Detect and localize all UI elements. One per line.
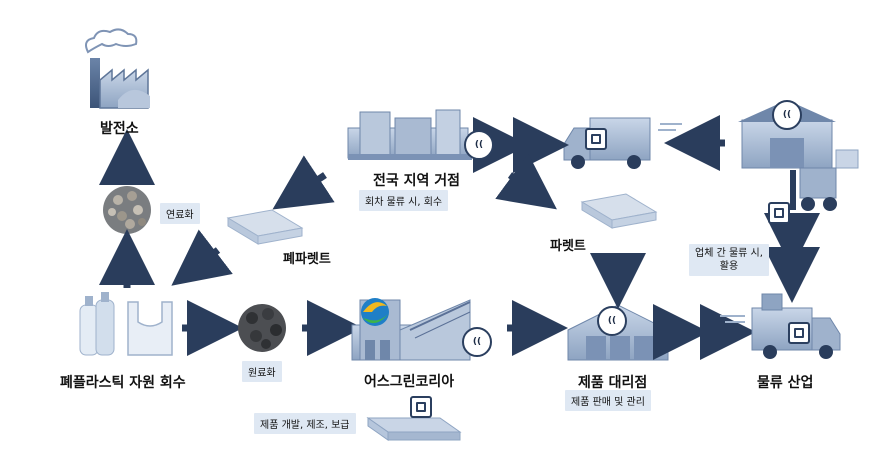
raw-material-icon: [238, 304, 286, 352]
rfid-tag-icon: [788, 322, 810, 344]
pallet-icon: [580, 193, 658, 229]
nfc-icon: ((: [464, 130, 494, 160]
arrow-hub-waste: [272, 155, 335, 210]
forklift-icon: [790, 167, 837, 211]
pallet-label: 파렛트: [550, 239, 586, 254]
earthgreen-label: 어스그린코리아: [364, 374, 455, 390]
fuel-pellets-icon: [103, 186, 151, 234]
arrow-waste-plastic: [171, 229, 233, 286]
delivery-truck-icon: [563, 117, 682, 169]
logistics-label: 물류 산업: [757, 375, 814, 391]
rfid-tag-icon: [410, 396, 432, 418]
nfc-icon: ((: [597, 306, 627, 336]
plastic-bag-icon: [127, 301, 173, 356]
raw-material-tag: 원료화: [242, 361, 282, 382]
nfc-icon: ((: [462, 327, 492, 357]
national-hub-label: 전국 지역 거점: [373, 173, 461, 189]
plastic-collection-label: 폐플라스틱 자원 회수: [60, 375, 186, 391]
earthgreen-tag: 제품 개발, 제조, 보급: [254, 413, 356, 434]
logistics-truck-icon: [720, 293, 841, 359]
rfid-tag-icon: [768, 202, 790, 224]
national-hub-icon: [347, 109, 472, 160]
earthgreen-logo-icon: [361, 298, 389, 326]
arrow-hub-pallet: [495, 153, 557, 210]
dealer-tag: 제품 판매 및 관리: [565, 390, 651, 411]
inter-company-tag: 업체 간 물류 시, 활용: [689, 244, 769, 276]
waste-pallet-label: 폐파렛트: [283, 252, 331, 267]
power-plant-label: 발전소: [100, 121, 139, 137]
dealer-label: 제품 대리점: [578, 375, 648, 391]
rfid-tag-icon: [585, 128, 607, 150]
waste-pallet-icon: [226, 209, 304, 245]
pallet-rfid-icon: [366, 417, 462, 441]
nfc-icon: ((: [772, 100, 802, 130]
power-plant-icon: [85, 28, 150, 109]
fuel-tag: 연료화: [160, 203, 200, 224]
plastic-bottles-icon: [79, 292, 115, 356]
national-hub-tag: 회차 물류 시, 회수: [359, 190, 449, 211]
